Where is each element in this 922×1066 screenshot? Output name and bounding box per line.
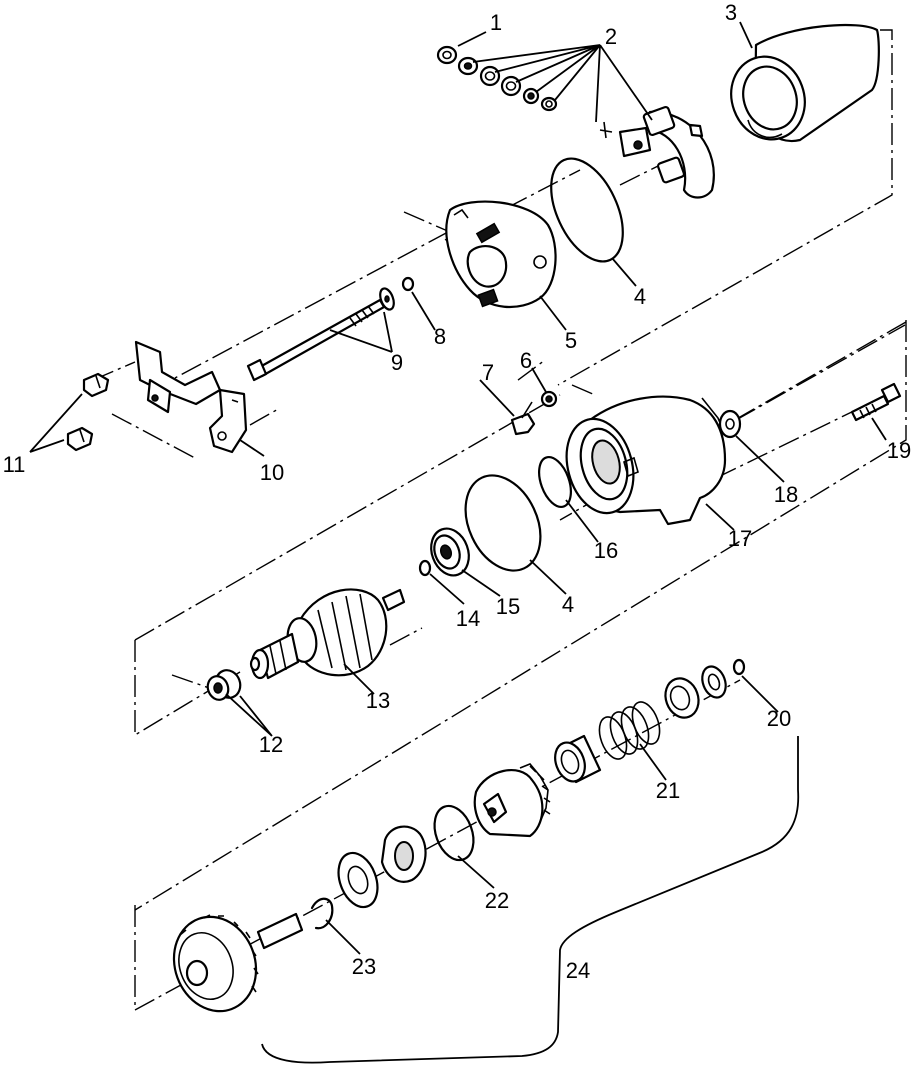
pinion-gear (172, 912, 304, 1013)
group-brace-24 (261, 736, 800, 1064)
callout-16: 16 (594, 538, 618, 563)
callout-5: 5 (565, 328, 577, 353)
callout-15: 15 (496, 594, 520, 619)
end-cover (445, 200, 557, 309)
callout-14: 14 (456, 606, 480, 631)
callout-13: 13 (366, 688, 390, 713)
through-bolt (246, 287, 395, 382)
ring-22 (433, 804, 475, 862)
brush-holder (599, 105, 715, 199)
callout-23: 23 (352, 954, 376, 979)
callout-19: 19 (887, 438, 911, 463)
yoke-housing (730, 23, 880, 143)
callout-22: 22 (485, 888, 509, 913)
o-ring-16 (538, 456, 572, 508)
callout-20: 20 (767, 706, 791, 731)
mounting-bracket (134, 340, 248, 454)
callout-1: 1 (490, 10, 502, 35)
sleeve (554, 734, 602, 784)
o-ring-top (550, 157, 624, 263)
snap-ring-14 (418, 559, 432, 577)
front-housing (565, 395, 727, 526)
callout-17: 17 (728, 526, 752, 551)
bearing-15 (430, 527, 470, 577)
callout-2: 2 (605, 24, 617, 49)
callout-labels: 1 2 3 4 5 6 7 8 9 10 11 12 13 14 15 4 16… (3, 0, 912, 983)
callout-24: 24 (566, 958, 590, 983)
bolt-19 (850, 382, 902, 422)
washer-18 (718, 409, 742, 439)
callout-18: 18 (774, 482, 798, 507)
callout-8: 8 (434, 324, 446, 349)
split-collar (380, 825, 427, 883)
terminal-bolt-nut (510, 390, 558, 436)
thrust-washer (337, 851, 379, 909)
bracket-bolts (66, 372, 110, 452)
washer-stack (436, 45, 558, 112)
callout-10: 10 (260, 460, 284, 485)
armature (249, 588, 406, 680)
callout-7: 7 (482, 360, 494, 385)
retainer-20 (701, 658, 746, 699)
callout-11: 11 (3, 452, 26, 477)
washers-12 (206, 669, 242, 701)
collar (664, 677, 700, 719)
callout-6: 6 (520, 348, 532, 373)
callout-21: 21 (656, 778, 680, 803)
snap-ring-23 (310, 897, 334, 930)
callout-4-lower: 4 (562, 592, 574, 617)
assembly-boundary-lines (92, 29, 907, 1012)
leader-lines (29, 21, 887, 955)
callout-12: 12 (259, 732, 283, 757)
o-ring-lower (464, 474, 542, 572)
callout-4-top: 4 (634, 284, 646, 309)
callout-9: 9 (391, 350, 403, 375)
clutch-assembly (473, 763, 551, 838)
small-seal (401, 276, 415, 292)
callout-3: 3 (725, 0, 737, 25)
